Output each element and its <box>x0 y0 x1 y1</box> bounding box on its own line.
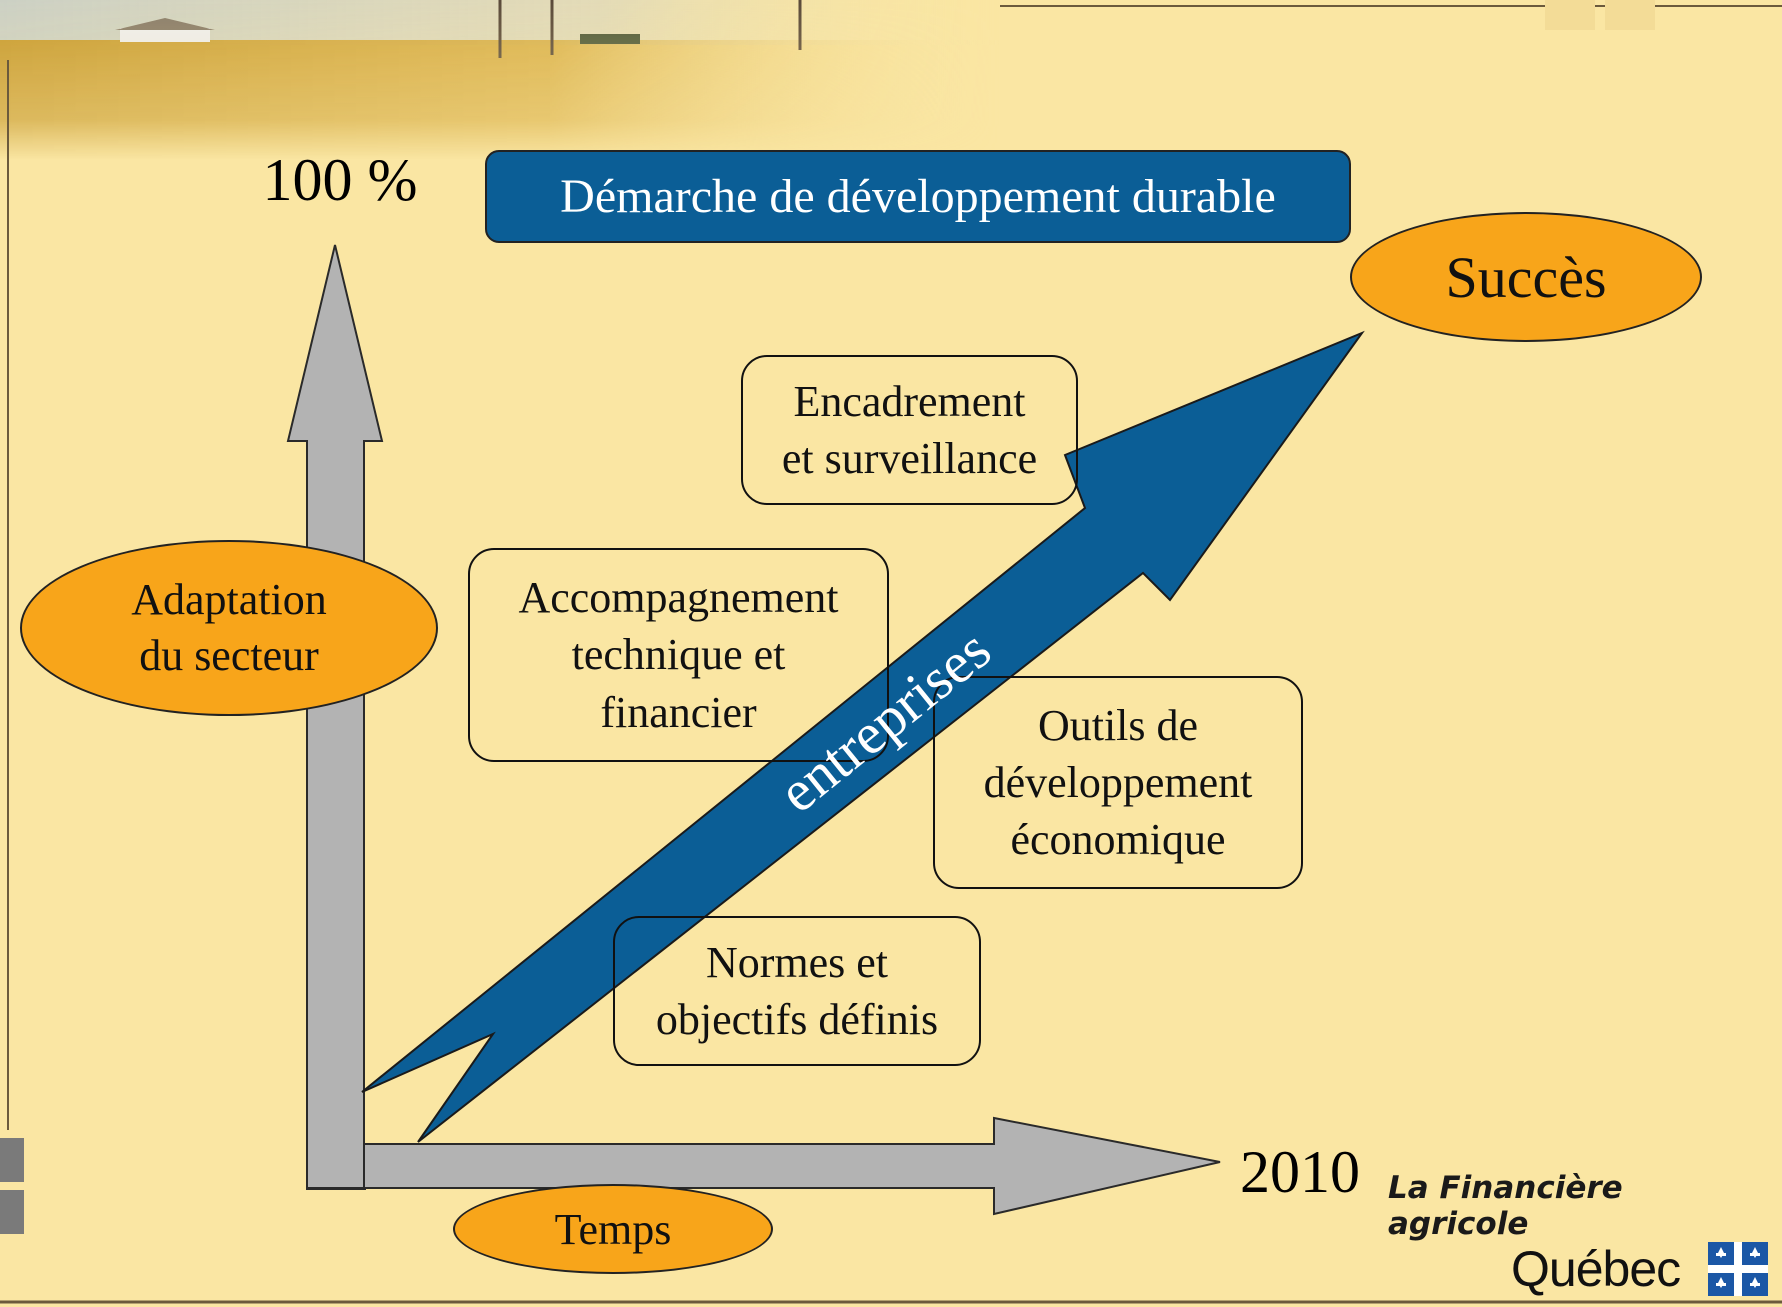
y-axis-arrow <box>286 244 384 1189</box>
logo-line-3: Québec <box>1511 1241 1681 1297</box>
quebec-flag-icon <box>1708 1242 1768 1296</box>
y-axis-ellipse: Adaptation du secteur <box>20 540 438 716</box>
logo-line-2: agricole <box>1388 1206 1529 1242</box>
box-encadrement-label: Encadrement et surveillance <box>781 376 1038 483</box>
field-photo <box>0 0 1000 160</box>
goal-label: Succès <box>1445 244 1607 310</box>
x-axis-ellipse-label: Temps <box>554 1204 672 1254</box>
y-axis-ellipse-label: Adaptation du secteur <box>131 575 327 680</box>
page-title: Démarche de développement durable <box>485 150 1351 243</box>
box-normes: Normes et objectifs définis <box>613 916 981 1066</box>
logo-line-1: La Financière <box>1388 1170 1623 1206</box>
logo: La Financière agricole Québec <box>1388 1170 1782 1302</box>
box-accompagnement-label: Accompagnement technique et financier <box>518 573 839 737</box>
y-axis-top-label: 100 % <box>262 147 418 213</box>
goal-ellipse: Succès <box>1350 212 1702 342</box>
box-accompagnement: Accompagnement technique et financier <box>468 548 889 762</box>
box-outils-label: Outils de développement économique <box>983 700 1253 865</box>
entreprises-arrow <box>361 330 1365 1143</box>
x-axis-end-label: 2010 <box>1240 1139 1360 1205</box>
x-axis-arrow <box>317 1116 1221 1216</box>
box-normes-label: Normes et objectifs définis <box>655 937 939 1044</box>
box-encadrement: Encadrement et surveillance <box>741 355 1078 505</box>
box-outils: Outils de développement économique <box>933 676 1303 889</box>
x-axis-ellipse: Temps <box>453 1184 773 1274</box>
